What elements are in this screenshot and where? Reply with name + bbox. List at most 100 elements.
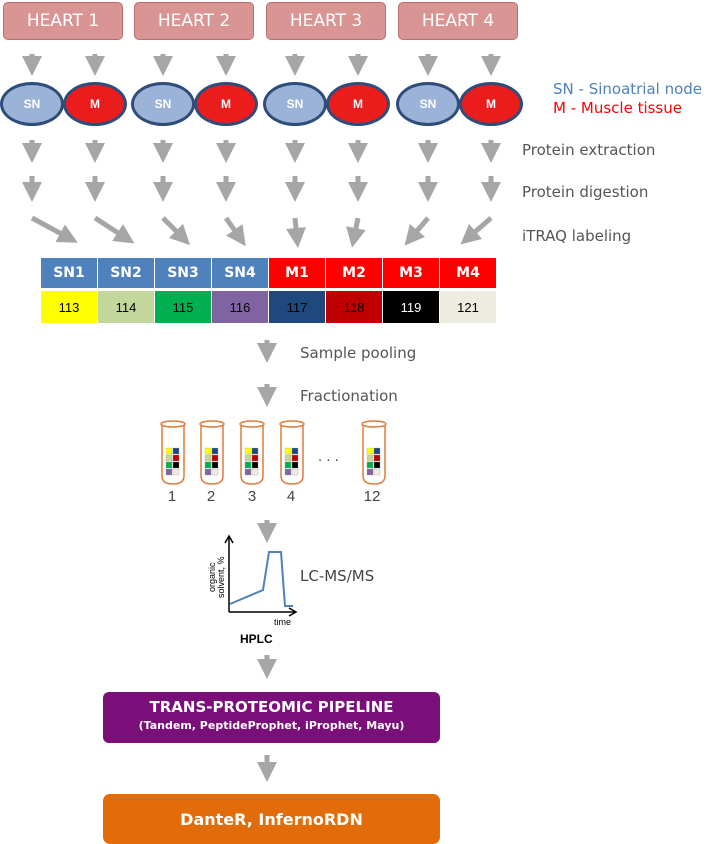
tube-rim bbox=[239, 420, 265, 428]
tag-cell-114: 114 bbox=[98, 291, 154, 323]
sample-cell-sn2: SN2 bbox=[98, 258, 154, 288]
step-lc-ms-ms: LC-MS/MS bbox=[300, 567, 375, 585]
tag-cell-116: 116 bbox=[212, 291, 268, 323]
tube-sample-square bbox=[204, 468, 212, 476]
tag-cell-117: 117 bbox=[269, 291, 325, 323]
tube-sample-square bbox=[204, 447, 212, 455]
heart-2-box: HEART 2 bbox=[134, 2, 254, 40]
tube-sample-square bbox=[165, 461, 173, 469]
step-sample-pooling: Sample pooling bbox=[300, 344, 417, 362]
hplc-ylabel-line1: organic bbox=[207, 562, 217, 592]
sn-ellipse: SN bbox=[263, 82, 327, 126]
tube-sample-square bbox=[251, 468, 259, 476]
heart-1-box: HEART 1 bbox=[3, 2, 123, 40]
danter-inferno-box: DanteR, InfernoRDN bbox=[103, 794, 440, 844]
m-ellipse: M bbox=[326, 82, 390, 126]
sn-ellipse: SN bbox=[0, 82, 64, 126]
flow-arrow bbox=[223, 216, 246, 247]
tube-sample-square bbox=[211, 468, 219, 476]
step-fractionation: Fractionation bbox=[300, 387, 398, 405]
pipeline-subtitle: (Tandem, PeptideProphet, iProphet, Mayu) bbox=[138, 719, 405, 732]
sample-cell-sn3: SN3 bbox=[155, 258, 211, 288]
tube-sample-square bbox=[211, 447, 219, 455]
tube-sample-square bbox=[373, 468, 381, 476]
trans-proteomic-pipeline-box: TRANS-PROTEOMIC PIPELINE (Tandem, Peptid… bbox=[103, 692, 440, 743]
tag-cell-113: 113 bbox=[41, 291, 97, 323]
tube-sample-square bbox=[366, 468, 374, 476]
tube-sample-square bbox=[172, 461, 180, 469]
legend-m: M - Muscle tissue bbox=[553, 99, 682, 117]
tube-sample-square bbox=[373, 447, 381, 455]
tube-sample-square bbox=[366, 454, 374, 462]
tube-sample-square bbox=[172, 454, 180, 462]
tube-sample-square bbox=[251, 447, 259, 455]
tube-sample-square bbox=[366, 461, 374, 469]
tube-sample-square bbox=[291, 468, 299, 476]
fraction-ellipsis: . . . bbox=[318, 448, 339, 465]
hplc-xlabel: time bbox=[274, 617, 291, 627]
flow-arrow bbox=[30, 215, 78, 243]
flow-arrow bbox=[346, 217, 366, 248]
m-ellipse: M bbox=[194, 82, 258, 126]
hplc-y-axis-arrow bbox=[224, 534, 234, 544]
fraction-number-2: 2 bbox=[206, 488, 216, 505]
m-ellipse: M bbox=[63, 82, 127, 126]
sample-cell-m4: M4 bbox=[440, 258, 496, 288]
tube-sample-square bbox=[165, 454, 173, 462]
flow-arrow bbox=[93, 215, 135, 244]
tube-rim bbox=[160, 420, 186, 428]
fraction-number-3: 3 bbox=[247, 488, 257, 505]
tube-sample-square bbox=[244, 447, 252, 455]
tube-sample-square bbox=[244, 468, 252, 476]
fraction-number-12: 12 bbox=[363, 488, 381, 505]
tube-sample-square bbox=[373, 454, 381, 462]
fraction-tubes bbox=[160, 420, 387, 485]
hplc-caption: HPLC bbox=[240, 632, 273, 646]
step-protein-extraction: Protein extraction bbox=[522, 141, 656, 159]
flow-arrow bbox=[404, 216, 430, 246]
tube-sample-square bbox=[291, 447, 299, 455]
step-protein-digestion: Protein digestion bbox=[522, 183, 649, 201]
tube-rim bbox=[361, 420, 387, 428]
tube-sample-square bbox=[373, 461, 381, 469]
tube-sample-square bbox=[244, 454, 252, 462]
pipeline-title: TRANS-PROTEOMIC PIPELINE bbox=[149, 698, 394, 716]
sample-cell-m3: M3 bbox=[383, 258, 439, 288]
fraction-number-1: 1 bbox=[167, 488, 177, 505]
sample-cell-sn4: SN4 bbox=[212, 258, 268, 288]
tube-sample-square bbox=[165, 468, 173, 476]
tube-sample-square bbox=[291, 454, 299, 462]
flow-arrow bbox=[161, 216, 191, 246]
tag-cell-121: 121 bbox=[440, 291, 496, 323]
tube-rim bbox=[199, 420, 225, 428]
tube-sample-square bbox=[172, 468, 180, 476]
tag-cell-115: 115 bbox=[155, 291, 211, 323]
hplc-gradient-line bbox=[229, 551, 293, 607]
tube-sample-square bbox=[284, 461, 292, 469]
tube-sample-square bbox=[251, 454, 259, 462]
hplc-x-axis-arrow bbox=[288, 607, 298, 617]
tube-sample-square bbox=[244, 461, 252, 469]
sn-ellipse: SN bbox=[131, 82, 195, 126]
sample-cell-sn1: SN1 bbox=[41, 258, 97, 288]
tube-sample-square bbox=[204, 454, 212, 462]
sample-cell-m1: M1 bbox=[269, 258, 325, 288]
hplc-ylabel-line2: solvent, % bbox=[216, 556, 226, 598]
tube-sample-square bbox=[211, 461, 219, 469]
tube-sample-square bbox=[172, 447, 180, 455]
sn-ellipse: SN bbox=[396, 82, 460, 126]
tag-cell-119: 119 bbox=[383, 291, 439, 323]
hplc-gradient-graph: organic solvent, % time bbox=[207, 534, 298, 627]
step-itraq-labeling: iTRAQ labeling bbox=[522, 227, 632, 245]
tube-sample-square bbox=[366, 447, 374, 455]
flow-arrow bbox=[286, 217, 306, 248]
tube-rim bbox=[279, 420, 305, 428]
tube-sample-square bbox=[165, 447, 173, 455]
tube-sample-square bbox=[204, 461, 212, 469]
tube-sample-square bbox=[291, 461, 299, 469]
heart-3-box: HEART 3 bbox=[266, 2, 386, 40]
flow-arrow bbox=[460, 216, 493, 245]
tube-sample-square bbox=[284, 447, 292, 455]
legend-sn: SN - Sinoatrial node bbox=[553, 80, 703, 98]
